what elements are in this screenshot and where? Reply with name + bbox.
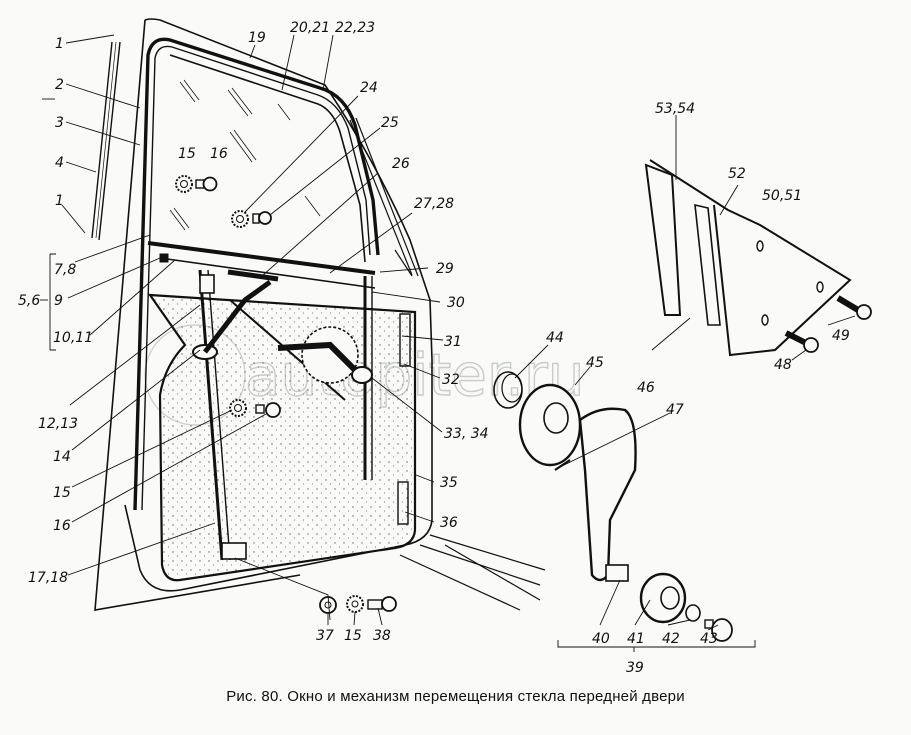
callout-15-bottom: 15 (344, 628, 362, 644)
fastener-37-15-38 (319, 595, 397, 614)
callout-50-51: 50,51 (762, 188, 802, 204)
callout-14: 14 (53, 449, 71, 465)
callout-20-21: 20,21 (290, 20, 330, 36)
callout-31: 31 (444, 334, 462, 350)
figure-caption: Рис. 80. Окно и механизм перемещения сте… (226, 688, 685, 705)
inner-panel (147, 293, 417, 582)
door-panel (94, 18, 433, 611)
callout-24: 24 (360, 80, 378, 96)
callout-37: 37 (316, 628, 334, 644)
callout-38: 38 (373, 628, 391, 644)
callout-30: 30 (447, 295, 465, 311)
callout-45: 45 (586, 355, 604, 371)
callout-39: 39 (626, 660, 644, 676)
callout-43: 43 (700, 631, 718, 647)
callout-29: 29 (436, 261, 454, 277)
callout-22-23: 22,23 (335, 20, 375, 36)
callout-labels: 1 2 3 4 1 7,8 5,6 9 10,11 12,13 14 15 16… (18, 20, 850, 676)
vent-window-frame (644, 159, 872, 357)
callout-16-left: 16 (53, 518, 71, 534)
callout-1-top: 1 (55, 36, 64, 52)
callout-46: 46 (637, 380, 655, 396)
callout-10-11: 10,11 (53, 330, 93, 346)
callout-49: 49 (832, 328, 850, 344)
callout-41: 41 (627, 631, 645, 647)
callout-9: 9 (54, 293, 63, 309)
callout-19: 19 (248, 30, 266, 46)
callout-52: 52 (728, 166, 746, 182)
callout-27-28: 27,28 (414, 196, 454, 212)
callout-17-18: 17,18 (28, 570, 68, 586)
callout-40: 40 (592, 631, 610, 647)
callout-32: 32 (442, 372, 460, 388)
callout-36: 36 (440, 515, 458, 531)
callout-1-bottom: 1 (55, 193, 64, 209)
window-crank-handle (493, 371, 733, 642)
callout-15-upper: 15 (178, 146, 196, 162)
callout-25: 25 (381, 115, 399, 131)
callout-15-left: 15 (53, 485, 71, 501)
callout-47: 47 (666, 402, 684, 418)
window-glass (91, 37, 419, 511)
leader-lines (40, 34, 856, 652)
sill-lines (399, 534, 546, 611)
regulator-mechanism (192, 269, 373, 561)
callout-44: 44 (546, 330, 564, 346)
callout-48: 48 (774, 357, 792, 373)
callout-4: 4 (55, 155, 64, 171)
fastener-24-25 (231, 210, 272, 228)
callout-7-8: 7,8 (54, 262, 76, 278)
callout-26: 26 (392, 156, 410, 172)
callout-16-upper: 16 (210, 146, 228, 162)
callout-5-6: 5,6 (18, 293, 40, 309)
callout-42: 42 (662, 631, 680, 647)
callout-35: 35 (440, 475, 458, 491)
callout-53-54: 53,54 (655, 101, 695, 117)
callout-3: 3 (55, 115, 64, 131)
callout-33-34: 33, 34 (444, 426, 489, 442)
fastener-15-16-upper (175, 175, 218, 193)
callout-2: 2 (55, 77, 64, 93)
callout-12-13: 12,13 (38, 416, 78, 432)
fastener-15-16-lower (229, 399, 281, 418)
